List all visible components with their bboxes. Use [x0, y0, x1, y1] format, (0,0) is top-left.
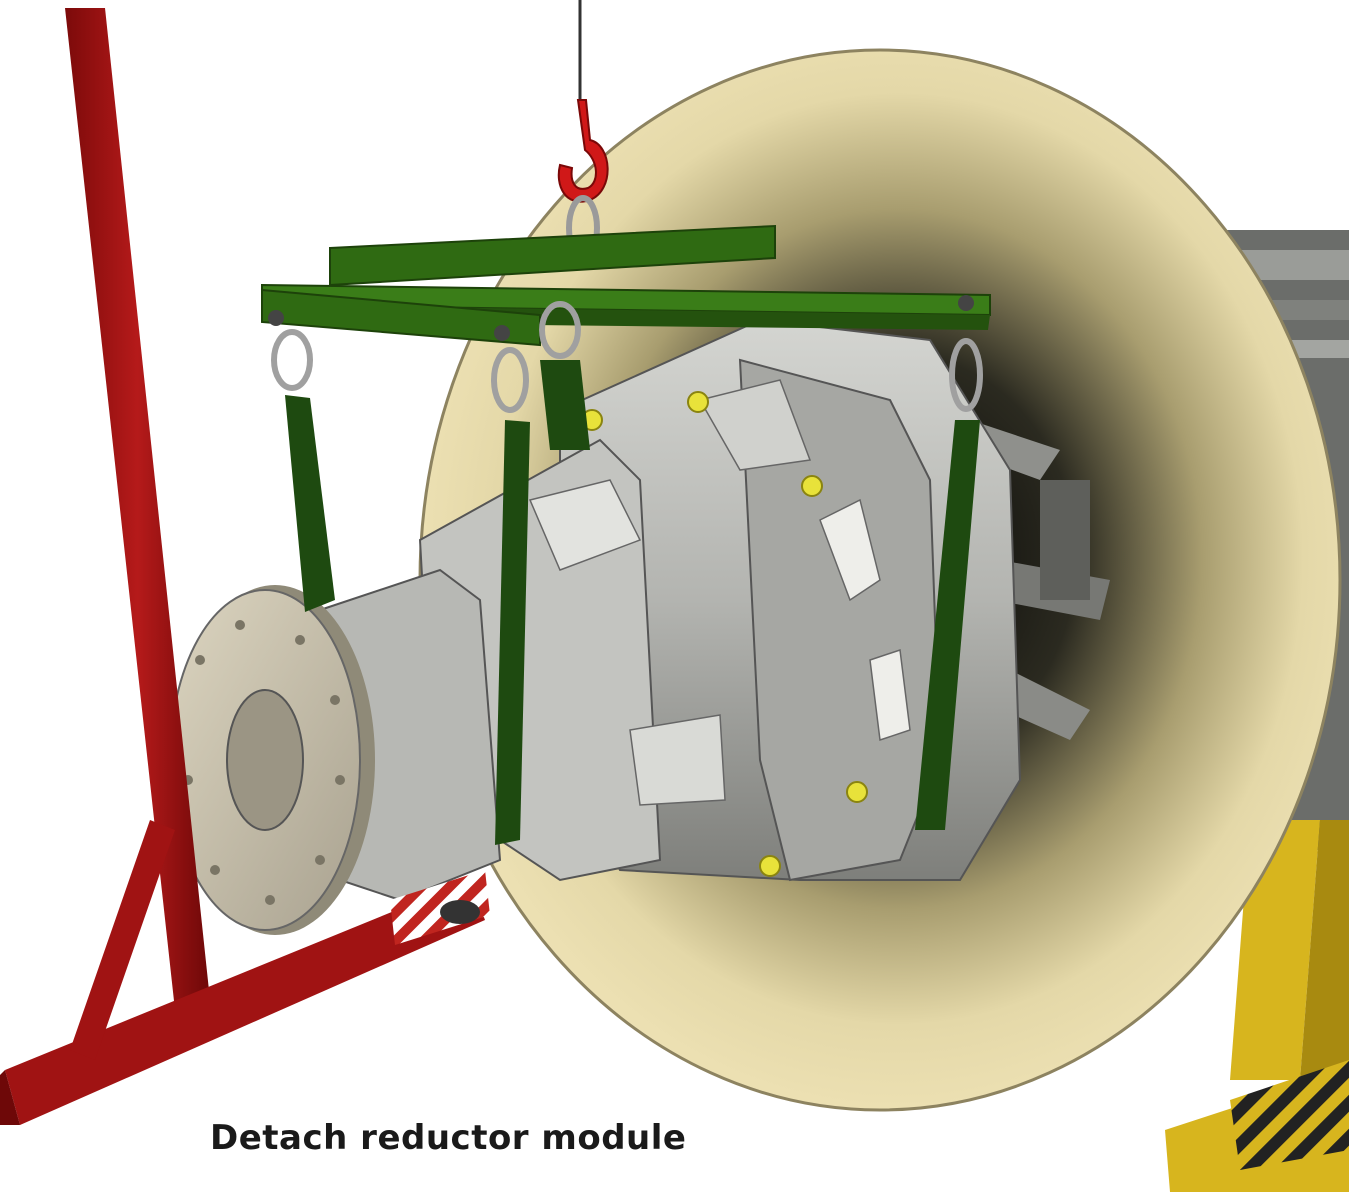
shackle-icon — [949, 338, 983, 412]
shackle-icon — [271, 329, 313, 391]
lifting-stand — [0, 8, 490, 1125]
bolt-icon — [687, 391, 709, 413]
bolt-icon — [801, 475, 823, 497]
bolt-set — [581, 391, 868, 877]
reductor-module — [318, 318, 1022, 902]
spreader-beam — [261, 224, 991, 347]
illustration-caption: Detach reductor module — [210, 1118, 687, 1158]
bolt-icon — [846, 781, 868, 803]
shackle-icon — [539, 301, 581, 359]
lifting-hook-icon — [557, 99, 609, 203]
front-flange — [169, 585, 375, 935]
lifting-straps — [271, 301, 983, 845]
bolt-icon — [759, 855, 781, 877]
shackle-icon — [491, 347, 529, 413]
